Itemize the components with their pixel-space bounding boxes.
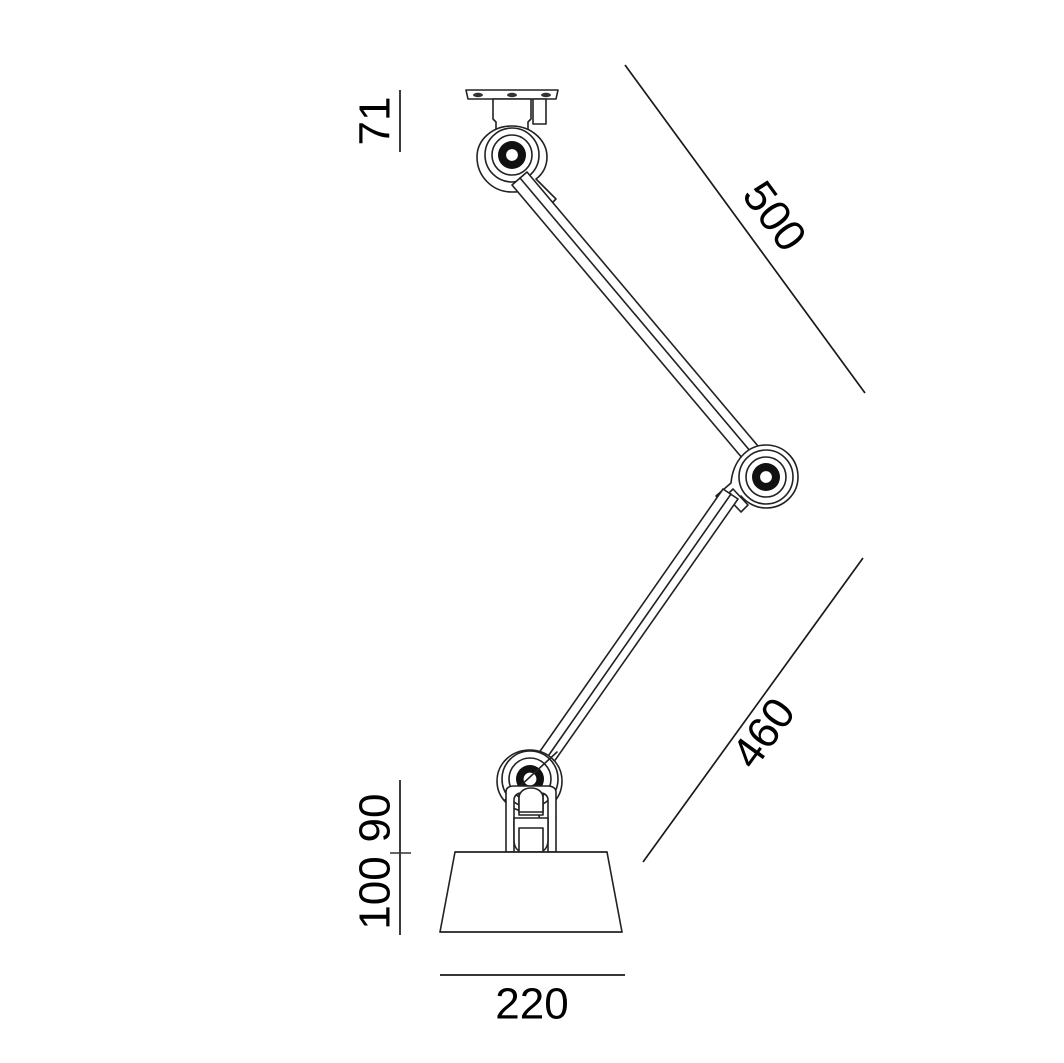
dimension-90-label: 90 xyxy=(351,794,400,843)
top-joint-bolt xyxy=(504,147,520,163)
top-joint-ring-mid xyxy=(491,134,533,176)
elbow-joint-bolt xyxy=(758,469,774,485)
elbow-joint-ring-mid xyxy=(745,456,787,498)
mount-side-post xyxy=(532,98,547,125)
dimension-220-label: 220 xyxy=(495,980,568,1029)
dimension-500-line xyxy=(624,64,866,394)
shade-yoke xyxy=(505,785,557,853)
mount-screw-right xyxy=(541,92,551,98)
socket-cap xyxy=(518,787,544,813)
elbow-joint-ring-outer xyxy=(738,449,794,505)
dimension-460-line xyxy=(642,557,864,863)
lower-arm-centerline xyxy=(543,493,732,763)
dimension-71-label: 71 xyxy=(351,97,400,146)
dimension-90-100-group: 90 100 xyxy=(351,780,411,935)
mount-screw-left xyxy=(473,92,483,98)
shade-pivot-joint xyxy=(496,749,563,853)
socket-collar xyxy=(518,827,544,853)
top-joint-ring-outer xyxy=(484,127,540,183)
shade-joint-bolt xyxy=(522,771,538,787)
lower-arm-tube xyxy=(535,488,739,767)
dimension-460-label: 460 xyxy=(722,689,805,777)
upper-arm-tube xyxy=(511,171,775,479)
elbow-pivot-joint xyxy=(715,444,799,513)
mount-screw-center xyxy=(507,92,517,98)
shade-body xyxy=(439,851,623,933)
dimension-500-label: 500 xyxy=(733,172,816,260)
lamp-shade xyxy=(439,851,623,933)
dimension-100-label: 100 xyxy=(351,856,400,929)
dimension-71: 71 xyxy=(351,90,401,152)
dimension-460: 460 xyxy=(642,557,864,863)
dimension-220: 220 xyxy=(440,974,625,1029)
upper-arm-centerline xyxy=(519,177,768,472)
